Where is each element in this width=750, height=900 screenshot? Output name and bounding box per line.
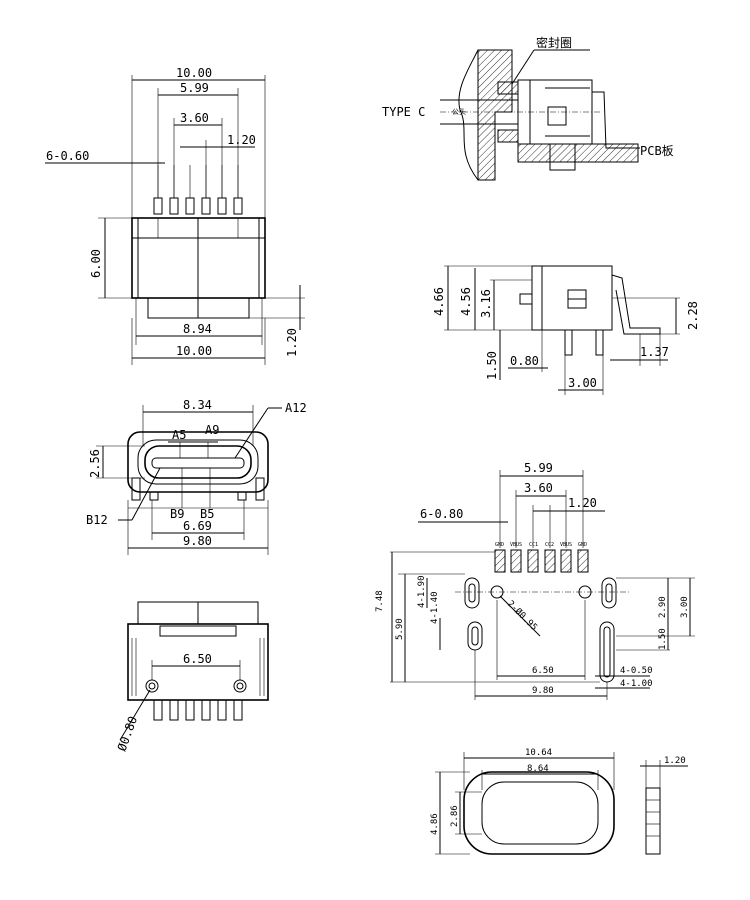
dim-body-height-side: 4.56 [459,287,473,316]
dim-port-height: 2.56 [88,449,102,478]
pad-label-1: GND [495,542,504,548]
section-view: 密封圈 TYPE C 公头 PCB板 [382,35,674,181]
dim-total-height: 4.66 [432,287,446,316]
front-view: 10.00 5.99 3.60 1.20 6-0.60 [45,66,305,365]
dim-seal-outer-width: 10.64 [525,748,552,758]
pin-label-a5: A5 [172,428,186,442]
fp-pads: GND VBUS CC1 CC2 VBUS GND [494,542,589,573]
dim-bottom-post-pitch: 6.50 [183,652,212,666]
dim-bottom-post-dia: Ø0.80 [115,714,141,753]
dim-seal-inner-height: 2.86 [450,805,460,827]
dim-body-height: 6.00 [89,249,103,278]
pin-label-b5: B5 [200,507,214,521]
dim-seal-inner-width: 8.64 [527,764,549,774]
dim-base-width: 10.00 [176,344,212,358]
port-shell [127,431,269,493]
dim-base-height: 1.20 [285,328,299,357]
front-base [147,297,250,319]
seal-label: 密封圈 [536,35,572,50]
pin-label-a9: A9 [205,423,219,437]
dim-fp-right-lower: 1.50 [658,628,668,650]
pad-label-2: VBUS [510,542,522,548]
dim-fp-slot-height: 5.90 [395,618,405,640]
dim-port-inner-span: 6.69 [183,519,212,533]
dim-fp-slot-upper: 4-1.90 [417,575,427,608]
dim-seal-thickness: 1.20 [664,756,686,766]
pad-label-5: VBUS [560,542,572,548]
seal-ring-profile [645,787,661,855]
dim-inner-pins: 3.60 [180,111,209,125]
dim-plug-height: 3.16 [479,289,493,318]
dim-fp-pad-width: 6-0.80 [420,507,463,521]
pcb-board [517,143,639,163]
pad-label-3: CC1 [529,542,538,548]
dim-fp-slot-pad: 4-1.00 [620,679,653,689]
dim-pin-pitch: 1.20 [227,133,256,147]
slot-bottom-right [599,621,615,683]
port-opening [144,445,252,479]
pin-label-a12: A12 [285,401,307,415]
post-left [145,679,159,693]
dim-fp-post-pitch: 6.50 [532,666,554,676]
dim-fp-hole: 2-Ø0.95 [505,598,540,633]
dim-seal-outer-height: 4.86 [430,813,440,835]
pad-label-4: CC2 [545,542,554,548]
slot-top-left [464,577,480,609]
dim-leg-depth: 1.50 [485,351,499,380]
seal-ring-section [497,81,519,95]
dim-tail-length: 1.37 [640,345,669,359]
dim-fp-total-width: 9.80 [532,686,554,696]
dim-fp-inner-pads: 3.60 [524,481,553,495]
slot-top-right [601,577,617,609]
front-pins [153,165,243,215]
pin-label-b9: B9 [170,507,184,521]
pcb-label: PCB板 [640,144,674,158]
side-body [531,265,613,331]
dim-fp-right-total: 3.00 [680,596,690,618]
dim-outer-pins: 5.99 [180,81,209,95]
panel-wall [477,49,513,181]
slot-bottom-left [467,621,483,651]
dim-port-outer-width: 9.80 [183,534,212,548]
bottom-pins [153,699,243,721]
seal-ring-outer [463,771,615,855]
dim-leg-offset: 0.80 [510,354,539,368]
dim-pin-width: 6-0.60 [46,149,89,163]
port-tongue [151,457,245,469]
port-view: 8.34 A12 A5 A9 2.56 B12 B9 B5 6.69 9.80 [86,398,307,555]
dim-leg-pitch: 3.00 [568,376,597,390]
dim-fp-pad-pitch: 1.20 [568,496,597,510]
pad-label-6: GND [578,542,587,548]
plug-label-small: 公头 [452,107,466,116]
dim-port-inner-width: 8.34 [183,398,212,412]
plug-label: TYPE C [382,105,425,119]
dim-bottom-width: 8.94 [183,322,212,336]
dim-fp-slot-lower: 4-1.40 [430,591,440,624]
dim-leg-height: 2.28 [686,301,700,330]
dim-total-width: 10.00 [176,66,212,80]
seal-ring-inner [481,781,599,845]
dim-fp-total-height: 7.48 [375,590,385,612]
bottom-body [127,623,269,701]
pin-label-b12: B12 [86,513,108,527]
post-right [233,679,247,693]
pcb-footprint: 5.99 3.60 1.20 6-0.80 GND VBUS CC1 CC2 V… [375,461,695,700]
dim-fp-right-upper: 2.90 [658,596,668,618]
bottom-view: 6.50 Ø0.80 [115,601,269,753]
dim-fp-slot-width: 4-0.50 [620,666,653,676]
dim-fp-outer-pads: 5.99 [524,461,553,475]
side-view: 4.66 4.56 3.16 2.28 1.50 0.80 3.00 1.37 [432,265,700,395]
seal-ring-view: 10.64 8.64 4.86 2.86 1.20 [430,748,688,855]
